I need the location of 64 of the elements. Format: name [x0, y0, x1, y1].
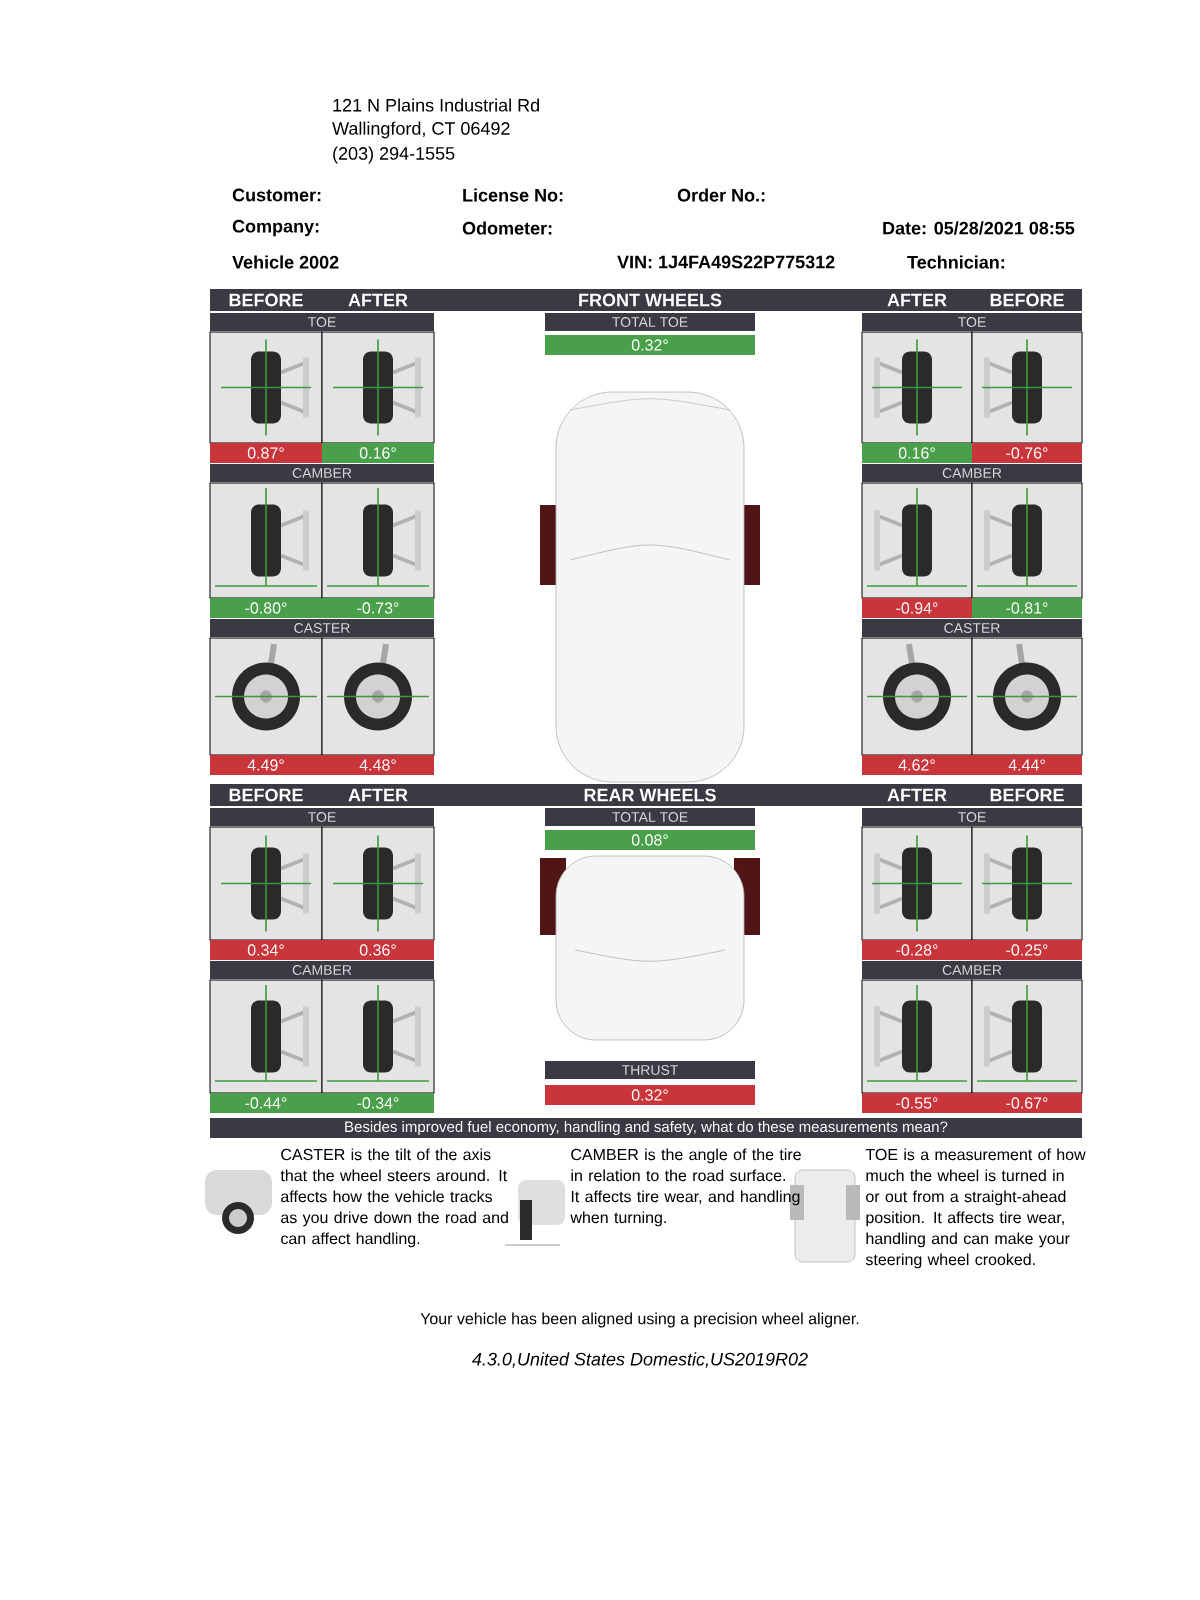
field-label: Company:	[232, 219, 319, 237]
value-box: 0.08°	[545, 830, 755, 850]
footer-text: Your vehicle has been aligned using a precision wheel aligner.	[420, 1312, 859, 1328]
section-bar: THRUST	[545, 1061, 755, 1079]
column-header: FRONT WHEELS	[579, 293, 722, 307]
value-box: 4.49°	[210, 755, 322, 775]
field-label: Order No.:	[677, 188, 765, 202]
section-bar: CAMBER	[210, 464, 434, 482]
section-bar: TOE	[210, 313, 434, 331]
field-label: License No:	[463, 188, 563, 202]
value-box: -0.80°	[210, 598, 322, 618]
field-label: Customer:	[232, 188, 321, 202]
value-box: 0.32°	[545, 1085, 755, 1105]
field-label: Odometer:	[462, 221, 552, 235]
value-box: 4.48°	[322, 755, 434, 775]
value-box: -0.76°	[972, 443, 1082, 463]
section-bar: CASTER	[210, 619, 434, 637]
section-bar: TOTAL TOE	[545, 808, 755, 826]
value-box: 0.16°	[322, 443, 434, 463]
explanation-text: CASTER is the tilt of the axis that the wheel steers around. It affects how the vehicle tracks as you drive down the road and can affect handling.	[280, 1148, 508, 1248]
column-header: AFTER	[348, 293, 408, 307]
column-header: AFTER	[887, 788, 947, 802]
section-bar: TOE	[210, 808, 434, 826]
column-header: AFTER	[887, 293, 947, 307]
value-box: -0.25°	[972, 940, 1082, 960]
address-line: (203) 294-1555	[333, 146, 455, 164]
value-box: -0.34°	[322, 1093, 434, 1113]
section-bar: CAMBER	[862, 961, 1082, 979]
value-box: 0.32°	[545, 335, 755, 355]
value-box: -0.81°	[972, 598, 1082, 618]
explanation-text: CAMBER is the angle of the tire in relation to the road surface. It affects tire wear, and handling when turning.	[570, 1148, 801, 1227]
field-label: Vehicle 2002	[232, 255, 339, 269]
value-box: -0.55°	[862, 1093, 972, 1113]
section-bar: TOE	[862, 313, 1082, 331]
column-header: AFTER	[348, 788, 408, 802]
address-line: Wallingford, CT 06492	[332, 121, 510, 139]
value-box: -0.44°	[210, 1093, 322, 1113]
value-box: -0.67°	[972, 1093, 1082, 1113]
value-box: 0.36°	[322, 940, 434, 960]
value-box: 0.87°	[210, 443, 322, 463]
value-box: 0.16°	[862, 443, 972, 463]
value-box: -0.28°	[862, 940, 972, 960]
value-box: 0.34°	[210, 940, 322, 960]
field-label: Technician:	[907, 255, 1005, 269]
column-header: BEFORE	[229, 293, 303, 307]
value-box: -0.73°	[322, 598, 434, 618]
section-bar: TOTAL TOE	[545, 313, 755, 331]
section-bar: CASTER	[862, 619, 1082, 637]
value-box: 4.62°	[862, 755, 972, 775]
value-box: -0.94°	[862, 598, 972, 618]
field-label: VIN: 1J4FA49S22P775312	[617, 255, 835, 269]
version-text: 4.3.0,United States Domestic,US2019R02	[472, 1352, 808, 1368]
column-header: BEFORE	[229, 788, 303, 802]
column-header: BEFORE	[990, 293, 1064, 307]
section-bar: CAMBER	[862, 464, 1082, 482]
section-bar: CAMBER	[210, 961, 434, 979]
column-header: BEFORE	[990, 788, 1064, 802]
address-line: 121 N Plains Industrial Rd	[333, 98, 539, 112]
question-bar: Besides improved fuel economy, handling and safety, what do these measurements mean?	[210, 1118, 1082, 1138]
explanation-text: TOE is a measurement of how much the wheel is turned in or out from a straight-ahead position. It affects tire wear, handling and can make your steering wheel crooked.	[865, 1148, 1086, 1269]
column-header: REAR WHEELS	[584, 788, 716, 802]
value-box: 4.44°	[972, 755, 1082, 775]
field-label: Date: 05/28/2021 08:55	[883, 221, 1075, 235]
section-bar: TOE	[862, 808, 1082, 826]
